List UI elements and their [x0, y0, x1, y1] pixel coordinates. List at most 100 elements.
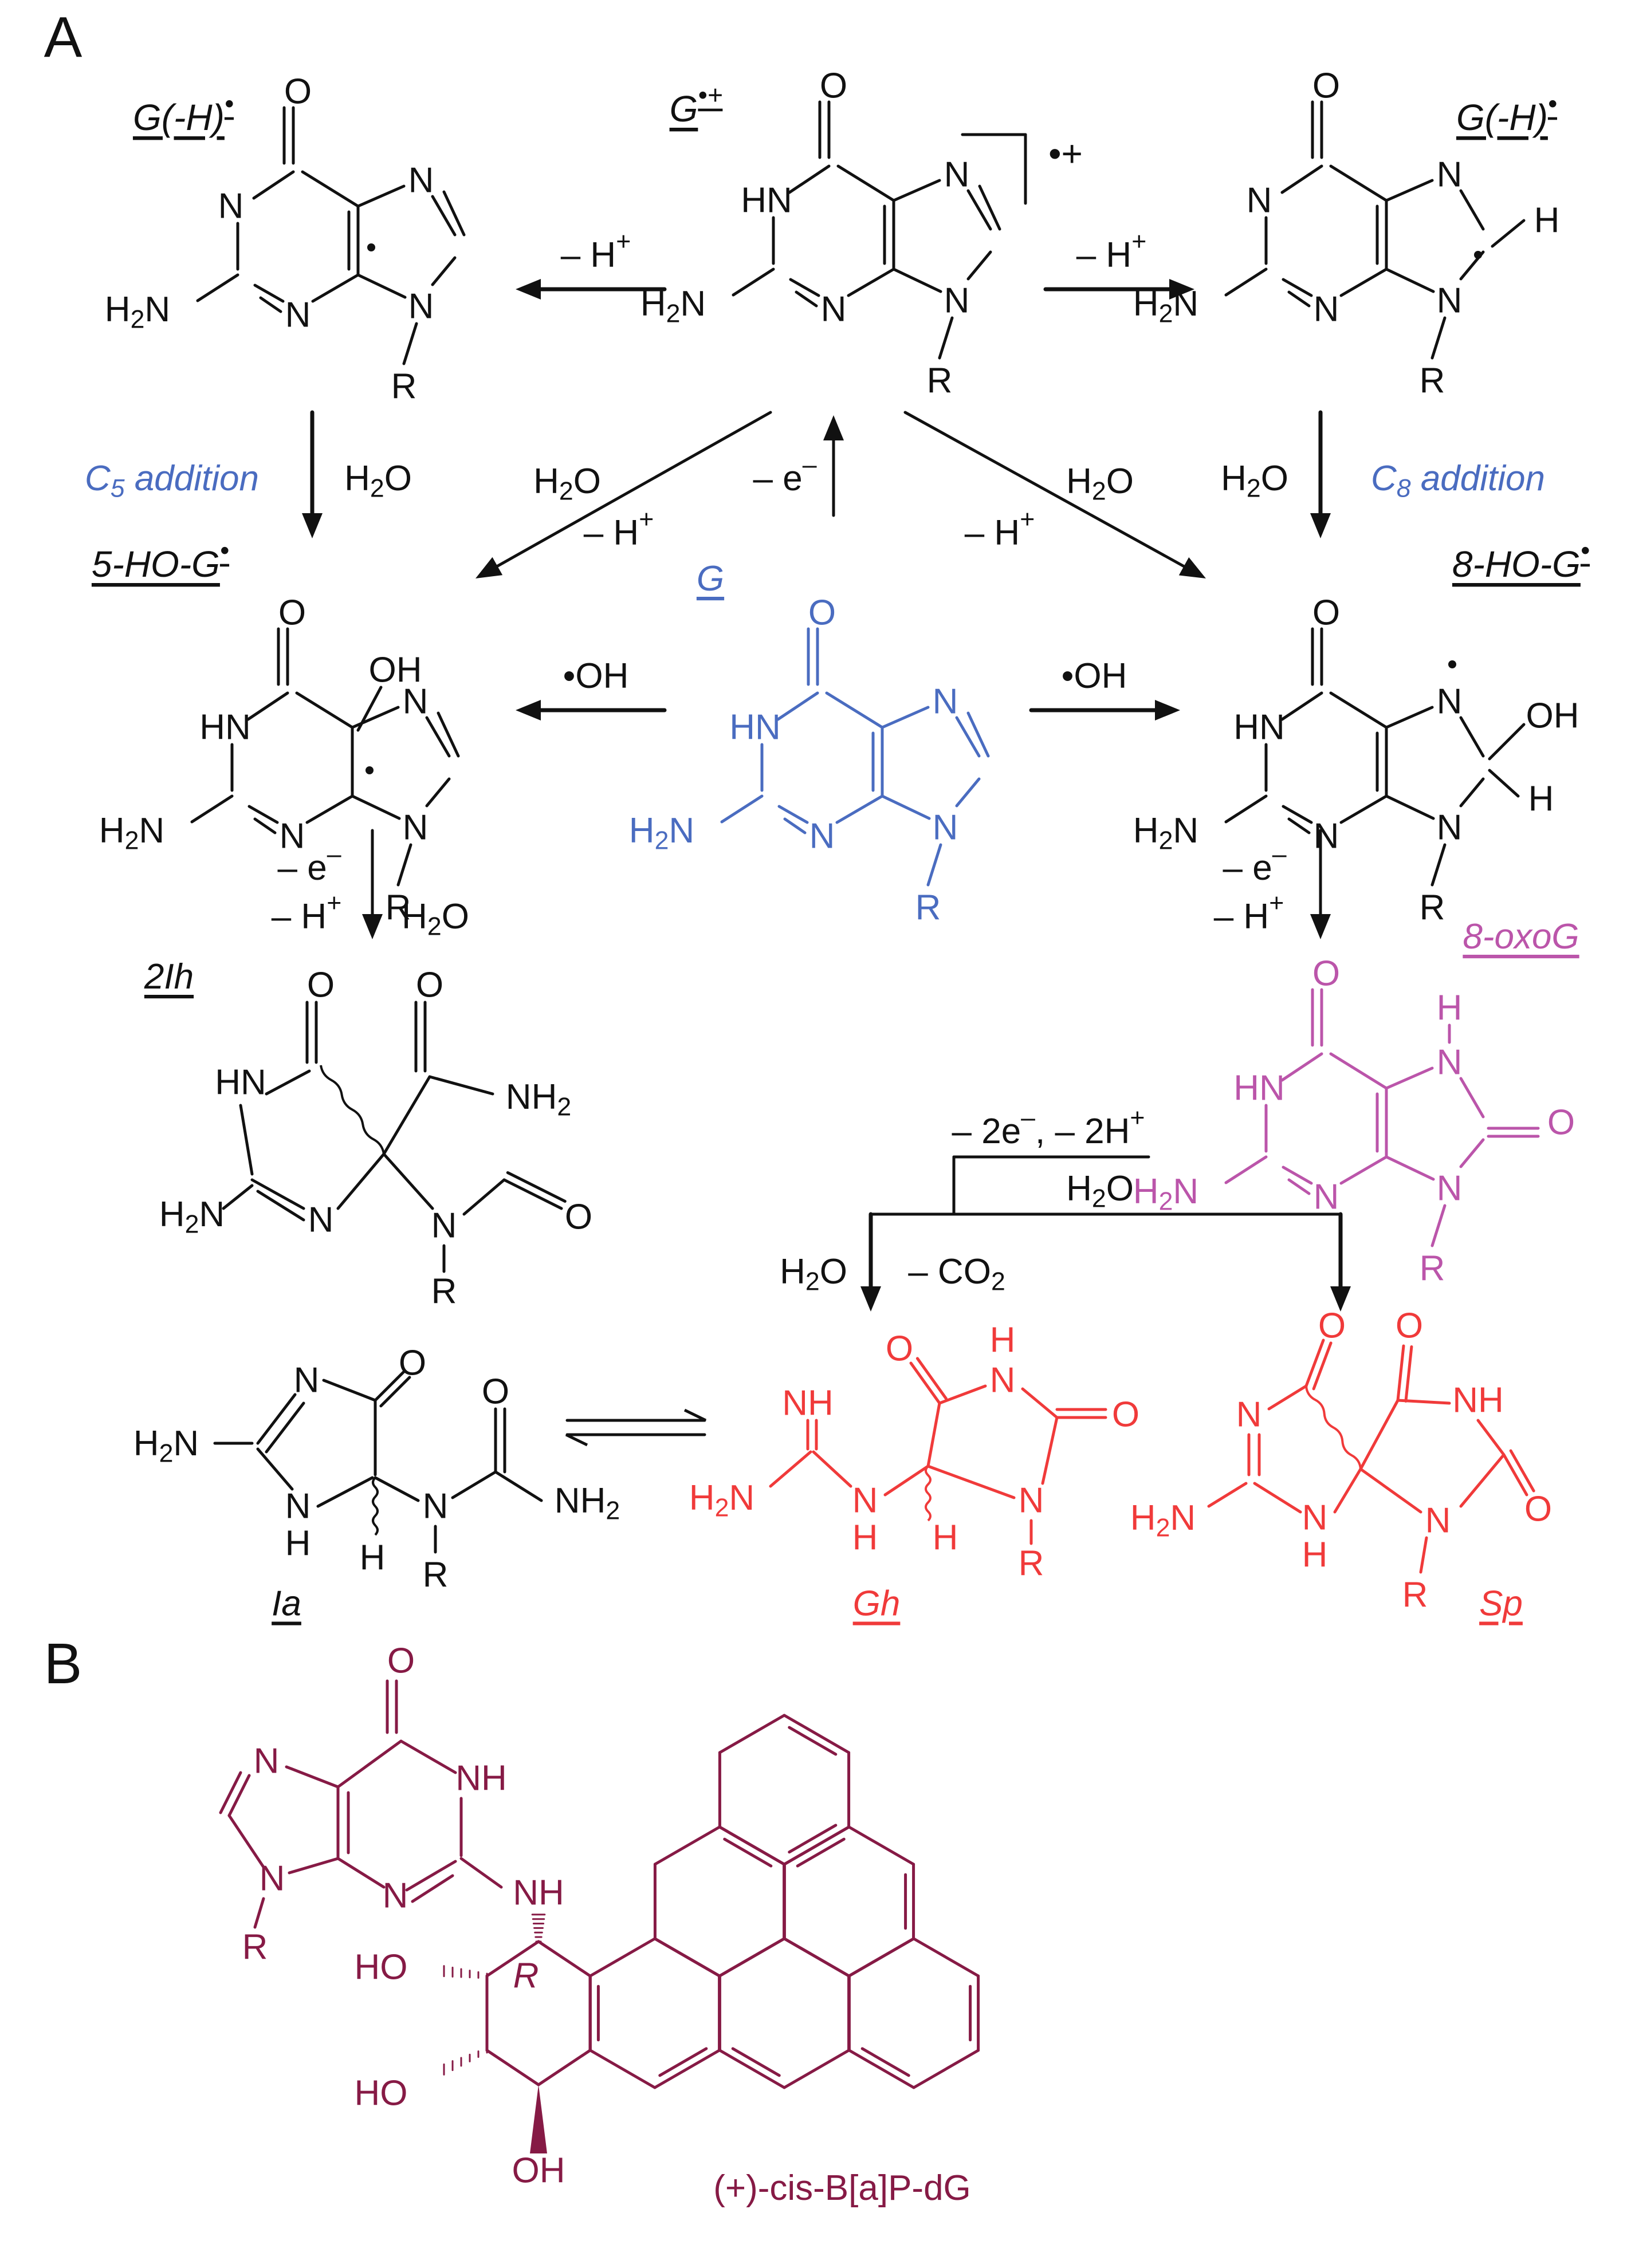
bond	[288, 1857, 340, 1875]
arrow-head	[362, 914, 383, 939]
bond	[336, 1152, 386, 1210]
bond	[966, 250, 992, 281]
bond	[253, 817, 277, 834]
bond	[1491, 219, 1526, 248]
bond	[1430, 843, 1447, 887]
bond	[796, 1837, 846, 1868]
atom-label: N	[285, 296, 311, 335]
bond	[356, 686, 383, 732]
atom-label: N	[254, 1742, 280, 1781]
bond	[723, 1837, 773, 1868]
reagent-minus-e-left: – e–	[277, 840, 341, 888]
atom-label: HN	[741, 181, 792, 220]
bond	[720, 794, 764, 824]
atom-label: N	[383, 1876, 408, 1916]
bond	[1021, 1387, 1059, 1419]
bond	[1041, 1416, 1059, 1485]
title-g-minus-h-right: G(-H)•	[1456, 89, 1557, 138]
arrow-head	[1155, 700, 1180, 720]
atom-label: N	[218, 187, 244, 226]
bond	[795, 290, 818, 308]
bond	[227, 1774, 251, 1817]
atom-label: N	[852, 1481, 878, 1521]
charge-label: •+	[1048, 133, 1083, 174]
bond	[1282, 278, 1313, 297]
bond	[1280, 1052, 1323, 1082]
label-c5-addition: C5 addition	[85, 459, 259, 502]
bond	[847, 1825, 915, 1866]
bond	[783, 817, 807, 834]
atom-label: H	[933, 1518, 958, 1558]
panel-label-b: B	[44, 1632, 82, 1696]
reagent-water-branch: H2O	[1066, 1169, 1134, 1212]
atom-label: HN	[729, 708, 781, 747]
bond	[451, 1470, 497, 1499]
bond	[812, 1450, 852, 1488]
bond	[1430, 316, 1447, 360]
title-sp: Sp	[1479, 1584, 1523, 1624]
atom-label: N	[1314, 290, 1339, 329]
reagent-two-electron: – 2e–, – 2H+	[952, 1104, 1145, 1151]
bond	[776, 691, 819, 721]
bond	[356, 273, 407, 299]
reagent-minus-e-oxidation: – e–	[753, 451, 816, 498]
bond	[256, 1447, 294, 1491]
atom-label: R	[242, 1928, 268, 1967]
atom-label: R	[1402, 1576, 1428, 1615]
wavy-bond	[320, 1065, 385, 1155]
atom-label: N	[1437, 1169, 1463, 1208]
atom-label: NH	[513, 1873, 564, 1913]
bond	[316, 1476, 374, 1508]
atom-label: N	[1247, 181, 1272, 220]
atom-label: H	[990, 1321, 1016, 1360]
arrow-head	[1310, 914, 1331, 939]
bond	[322, 1379, 377, 1402]
reagent-minus-e-right: – e–	[1223, 840, 1286, 888]
atom-label: N	[1302, 1498, 1328, 1538]
atom-label: N	[431, 1206, 457, 1246]
bond	[1339, 267, 1388, 297]
bond	[301, 170, 360, 208]
atom-label: OH	[369, 651, 422, 690]
atom-label: O	[820, 66, 847, 106]
atom-label: O	[886, 1329, 913, 1369]
bond	[718, 1714, 786, 1754]
bond	[788, 1824, 838, 1854]
atom-label: N	[933, 808, 958, 848]
bond	[731, 2047, 781, 2077]
bond	[1339, 1155, 1388, 1185]
label: H2N	[1130, 1498, 1196, 1542]
arrow-head	[1169, 279, 1194, 300]
bond	[1329, 1052, 1388, 1090]
bond	[836, 164, 895, 202]
bond	[265, 1401, 305, 1454]
bond	[256, 1393, 297, 1445]
atom-label: H	[285, 1524, 311, 1564]
atom-label: NH	[455, 1759, 507, 1798]
atom-label: R	[1019, 1544, 1044, 1584]
label: H2N	[99, 811, 164, 855]
atom-label: O	[1547, 1103, 1575, 1143]
bond	[431, 256, 457, 286]
atom-label: N	[408, 161, 434, 200]
atom-label: R	[1420, 1249, 1445, 1289]
bond	[1459, 777, 1485, 808]
atom-label: HN	[1233, 1069, 1285, 1108]
bond	[847, 267, 895, 297]
arrow-head	[516, 279, 541, 300]
bond	[379, 1376, 411, 1408]
bond	[537, 2049, 592, 2086]
bond	[966, 711, 990, 758]
bond	[1339, 794, 1388, 824]
arrow-head	[823, 415, 844, 440]
arrow-head	[302, 513, 323, 538]
title-2ih: 2Ih	[144, 957, 194, 997]
equilibrium-head	[683, 1408, 707, 1422]
label: H2N	[159, 1195, 225, 1238]
bond	[1224, 794, 1268, 824]
atom-label: N	[1236, 1395, 1262, 1435]
atom-label: N	[423, 1487, 449, 1526]
title-8-oxog: 8-oxoG	[1463, 917, 1579, 956]
atom-label: N	[944, 155, 970, 195]
bond	[938, 316, 954, 360]
